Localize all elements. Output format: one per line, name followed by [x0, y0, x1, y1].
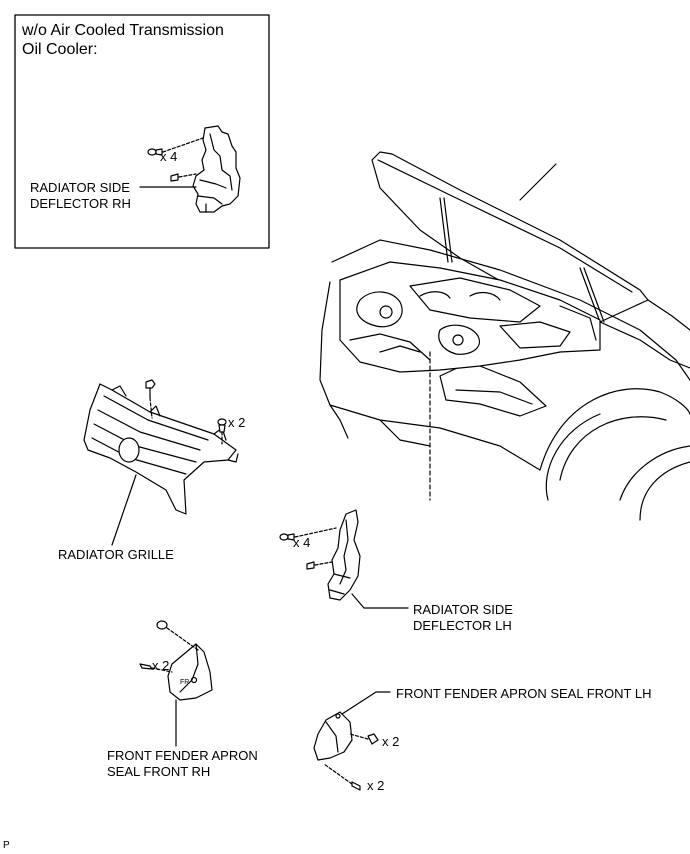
deflector-lh-label-line2: DEFLECTOR LH: [413, 618, 512, 633]
apron-lh-label: FRONT FENDER APRON SEAL FRONT LH: [396, 686, 652, 701]
apron-lh-clip-icon: [349, 733, 379, 745]
apron-lh-qty-label-2: x 2: [367, 778, 385, 793]
deflector-lh-label-line1: RADIATOR SIDE: [413, 602, 513, 617]
grille-clip-icon: [217, 418, 227, 445]
apron-rh-label: FRONT FENDER APRON SEAL FRONT RH: [107, 748, 258, 780]
inset-clip-icon: [147, 137, 204, 156]
radiator-grille-label: RADIATOR GRILLE: [58, 547, 174, 562]
inset-part-label: RADIATOR SIDE DEFLECTOR RH: [30, 180, 131, 212]
illustration-code: P: [3, 840, 10, 851]
apron-rh-label-line2: SEAL FRONT RH: [107, 764, 211, 779]
inset-part-label-line1: RADIATOR SIDE: [30, 180, 130, 195]
engine-assembly: [339, 261, 601, 373]
vehicle-front-outline: [319, 151, 690, 521]
deflector-lh-screw-icon: [306, 561, 333, 570]
inset-frame: [14, 14, 270, 249]
deflector-lh-clip-icon: [279, 527, 337, 541]
apron-rh-clip-icon: [156, 620, 199, 651]
apron-lh-qty-label-1: x 2: [382, 734, 400, 749]
inset-title-line2: Oil Cooler:: [22, 41, 98, 58]
svg-text:FR: FR: [180, 679, 189, 686]
apron-lh-screw-icon: [323, 763, 361, 791]
apron-rh-label-line1: FRONT FENDER APRON: [107, 748, 258, 763]
inset-title-line1: w/o Air Cooled Transmission: [22, 22, 224, 39]
inset-qty-label: x 4: [160, 149, 178, 164]
front-fender-apron-seal-front-lh: [313, 711, 353, 761]
apron-rh-screw-icon: [139, 663, 173, 673]
deflector-lh-label: RADIATOR SIDE DEFLECTOR LH: [413, 602, 513, 634]
radiator-side-deflector-lh: [327, 509, 361, 601]
deflector-lh-leader-line: [351, 593, 409, 609]
apron-lh-leader-line: [341, 691, 391, 715]
inset-title: w/o Air Cooled Transmission Oil Cooler:: [22, 21, 224, 59]
inset-part-label-line2: DEFLECTOR RH: [30, 196, 131, 211]
grille-qty-label: x 2: [228, 415, 246, 430]
apron-rh-qty-label: x 2: [152, 658, 170, 673]
radiator-grille: [83, 383, 239, 515]
inset-screw-icon: [170, 173, 197, 182]
inset-radiator-side-deflector-rh: [192, 125, 241, 213]
grille-leader-line: [111, 474, 137, 546]
deflector-lh-qty-label: x 4: [293, 535, 311, 550]
front-fender-apron-seal-front-rh: FR: [167, 643, 213, 701]
grille-bolt-icon: [145, 379, 156, 419]
